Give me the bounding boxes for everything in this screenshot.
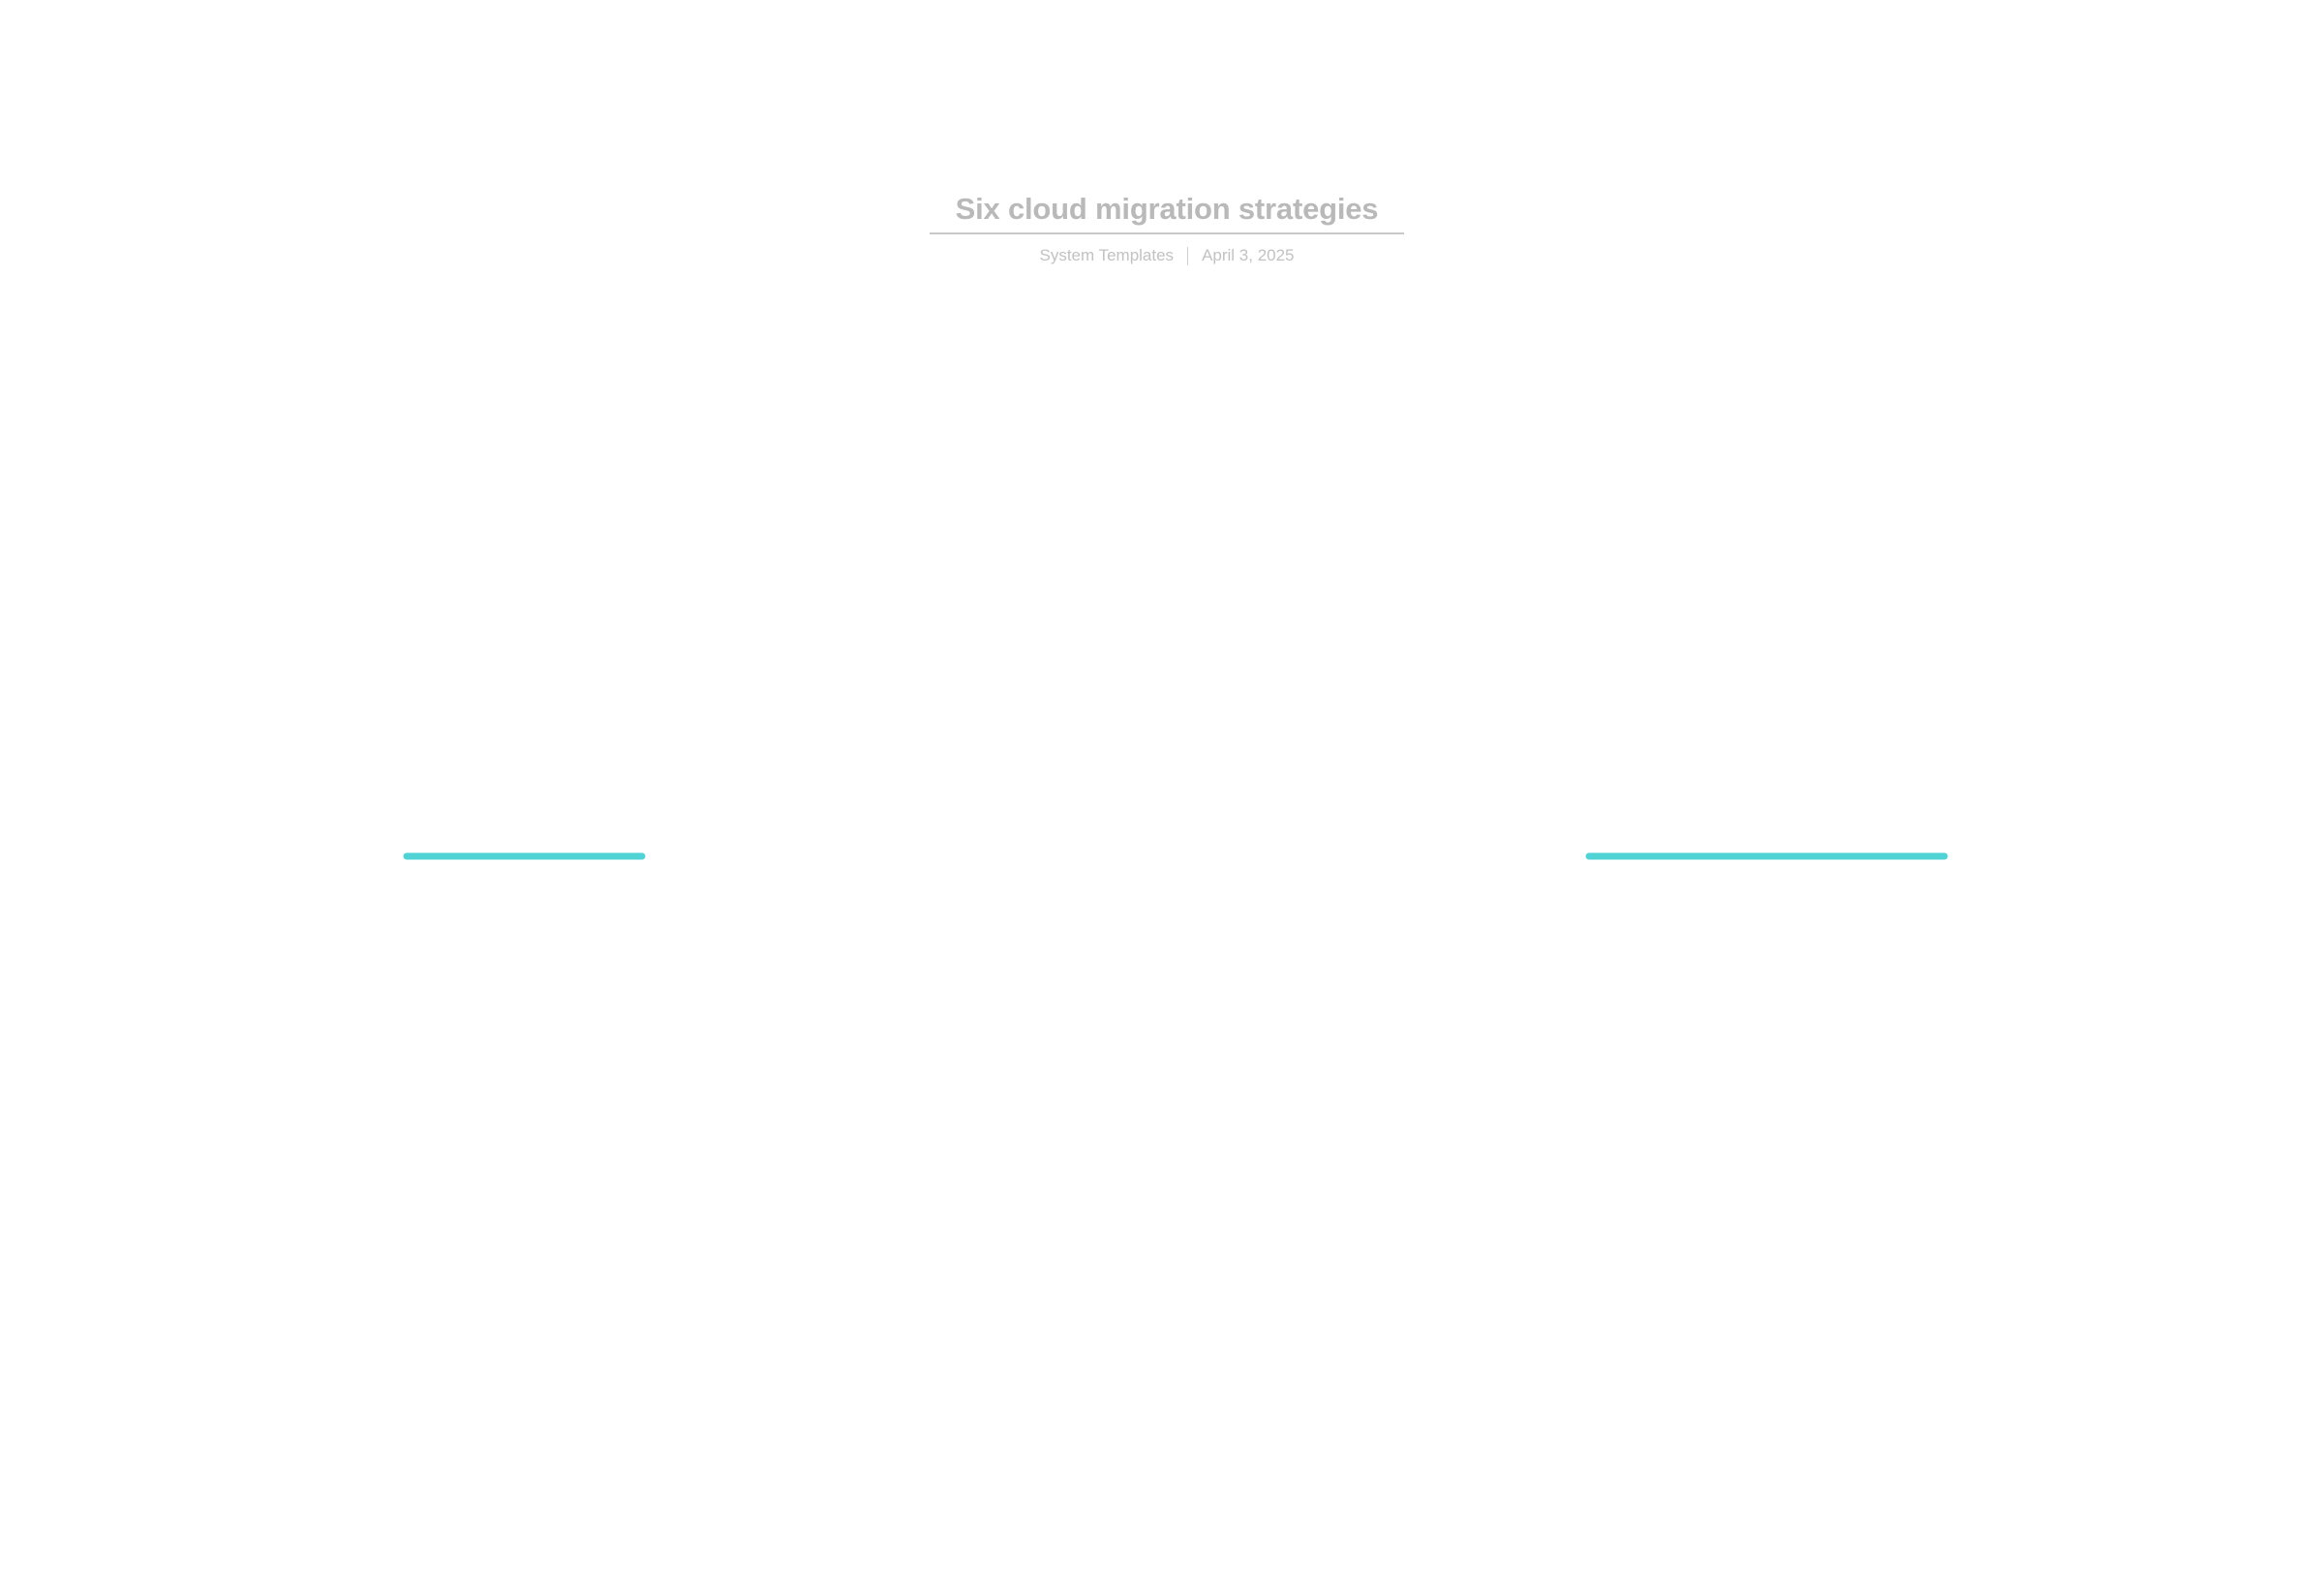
header-date: April 3, 2025 xyxy=(1202,246,1295,264)
header-subtitle: System Templates April 3, 2025 xyxy=(930,246,1404,265)
header-source: System Templates xyxy=(1039,246,1175,264)
title-divider-rule xyxy=(930,232,1404,234)
diagram-header: Six cloud migration strategies System Te… xyxy=(930,190,1404,265)
header-separator xyxy=(1187,246,1189,265)
page-title: Six cloud migration strategies xyxy=(955,192,1379,226)
